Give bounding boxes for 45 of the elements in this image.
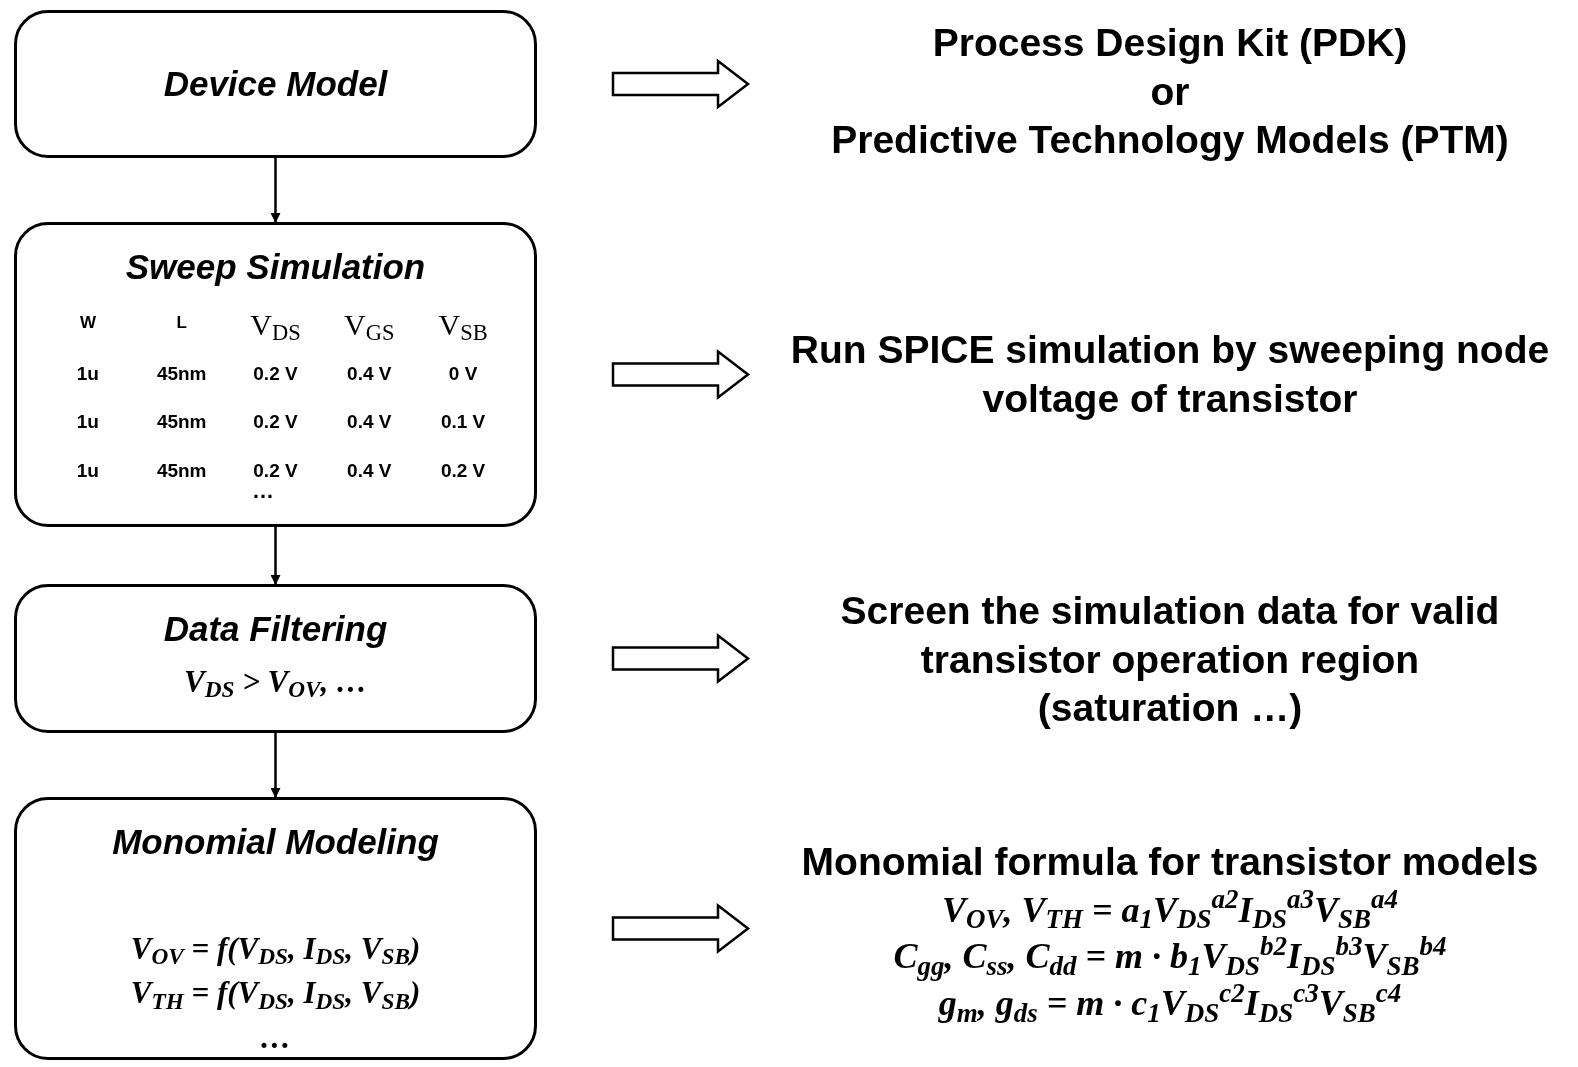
table-cell-text: 0 V [447,361,479,386]
formula: V$_{TH}$ = f(V$_{DS}$, I$_{DS}$, V$_{SB}$) [130,974,421,1017]
box-title: Device Model [163,62,388,105]
description-text: Screen the simulation data for valid transistor operation region [839,587,1501,683]
table-cell-text: 45nm [155,410,208,434]
description-text: Process Design Kit (PDK) [932,19,1408,66]
description-text: (saturation …) [1037,685,1303,732]
table-cell-text: 0.2 V [439,458,487,483]
formula: V$_{OV}$ = f(V$_{DS}$, I$_{DS}$, V$_{SB}$) [130,929,421,972]
column-header: V$_{GS}$ [343,309,396,340]
block-arrow [611,632,751,685]
arrow [270,158,281,223]
process-box [14,797,537,1060]
table-cell-text: 0.2 V [252,410,299,434]
column-header: V$_{SB}$ [437,309,489,340]
formula: … [260,1019,291,1058]
description-text: Monomial formula for transistor models [801,838,1539,885]
table-cell-text: 1u [75,410,100,434]
arrow [270,527,281,585]
description-text: or [1150,68,1190,115]
table-cell-text: 0.1 V [439,410,487,434]
box-title: Sweep Simulation [125,246,426,288]
table-cell-text: 0.2 V [252,361,299,386]
process-box [14,10,537,158]
block-arrow [611,348,751,401]
block-arrow [611,58,751,110]
column-header: W [78,311,97,334]
table-cell-text: 1u [75,361,100,386]
process-box [14,222,537,527]
column-header: V$_{DS}$ [249,309,302,340]
block-arrow [611,902,751,955]
table-cell-text: 0.4 V [346,410,393,434]
arrow [270,733,281,798]
formula: V$_{DS}$ > V$_{OV}$, … [183,662,368,705]
process-box [14,584,537,733]
table-cell-text: 1u [75,458,100,483]
description-text: Predictive Technology Models (PTM) [831,117,1509,164]
table-cell-text: 45nm [155,458,208,483]
box-title: Monomial Modeling [112,821,439,863]
table-cell-text: 0.4 V [346,458,393,483]
table-cell-text: 0.4 V [346,361,393,386]
column-header: L [175,311,188,334]
table-cell-text: 45nm [155,361,208,386]
description-text: Run SPICE simulation by sweeping node voltage of transistor [789,327,1551,422]
box-title: Data Filtering [163,608,388,650]
